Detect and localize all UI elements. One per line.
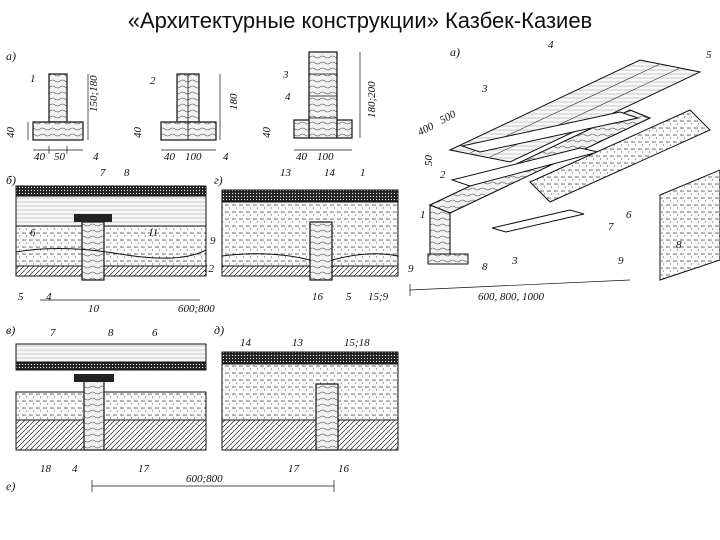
- dim-span-b: 600;800: [178, 303, 215, 315]
- dim-s1-w2: 50: [54, 151, 66, 163]
- iso-callout-9b: 9: [618, 255, 624, 267]
- iso-callout-6: 6: [626, 209, 632, 221]
- iso-callout-1: 1: [420, 209, 426, 221]
- dim-s3-w2: 100: [317, 151, 334, 163]
- section-a-panel: а) 1 4 150;180 40 40 50 2 4: [5, 49, 378, 163]
- iso-callout-8: 8: [482, 261, 488, 273]
- section-v-panel: в) 7 8 6 18 4 17: [6, 323, 207, 475]
- callout-15-18: 15;18: [344, 337, 370, 349]
- callout-14b: 14: [240, 337, 252, 349]
- callout-15-9: 15;9: [368, 291, 389, 303]
- callout-7b: 7: [50, 327, 56, 339]
- iso-callout-9: 9: [408, 263, 414, 275]
- beam-section-1: 1 4 150;180 40 40 50: [5, 73, 100, 163]
- callout-16: 16: [312, 291, 324, 303]
- iso-callout-3: 3: [481, 83, 488, 95]
- dim-iso-400: 400: [416, 120, 437, 139]
- panel-label-b: б): [6, 173, 16, 187]
- callout-3: 3: [282, 69, 289, 81]
- section-g-panel: г) 13 14 1 16 5 15;9: [214, 167, 399, 303]
- dim-iso-500: 500: [438, 108, 459, 127]
- callout-5: 5: [18, 291, 24, 303]
- callout-10: 10: [88, 303, 100, 315]
- iso-callout-5: 5: [706, 49, 712, 61]
- dim-s2-w2: 100: [185, 151, 202, 163]
- callout-9: 9: [210, 235, 216, 247]
- callout-2: 2: [150, 75, 156, 87]
- iso-callout-8b: 8: [676, 239, 682, 251]
- callout-5b: 5: [346, 291, 352, 303]
- callout-1: 1: [30, 73, 36, 85]
- dim-iso-50: 50: [423, 155, 435, 167]
- dim-s1-w1: 40: [34, 151, 46, 163]
- callout-16b: 16: [338, 463, 350, 475]
- dim-s3-flange: 40: [261, 127, 273, 139]
- callout-6b: 6: [152, 327, 158, 339]
- beam-section-2: 2 4 180 40 40 100: [132, 73, 240, 163]
- callout-8b: 8: [108, 327, 114, 339]
- dim-s1-height: 150;180: [88, 75, 100, 112]
- dim-s2-flange: 40: [132, 127, 144, 139]
- dim-span-d: 600;800: [186, 473, 223, 485]
- callout-4b: 4: [223, 151, 229, 163]
- iso-callout-7: 7: [608, 221, 614, 233]
- callout-8: 8: [124, 167, 130, 179]
- beam-section-3: 3 4 180;200 40 40 100: [261, 51, 378, 163]
- iso-callout-4: 4: [548, 39, 554, 51]
- panel-label-g: г): [214, 173, 223, 187]
- isometric-view: а) в) 4 5 3 2 1 9 8 3 7 6 9 8 400 500 50: [408, 39, 720, 303]
- callout-7: 7: [100, 167, 106, 179]
- callout-13b: 13: [292, 337, 304, 349]
- dim-s3-w1: 40: [296, 151, 308, 163]
- callout-17b: 17: [288, 463, 300, 475]
- bottom-span: е) 600;800: [6, 473, 335, 493]
- iso-callout-2: 2: [440, 169, 446, 181]
- section-b-panel: б) 7 8 6 11 9 12 5 4 10 600;800: [6, 167, 216, 315]
- panel-label-a: а): [6, 49, 16, 63]
- callout-4e: 4: [72, 463, 78, 475]
- panel-label-a-right: а): [450, 45, 460, 59]
- callout-4d: 4: [46, 291, 52, 303]
- callout-13: 13: [280, 167, 292, 179]
- dim-s2-w1: 40: [164, 151, 176, 163]
- callout-6: 6: [30, 227, 36, 239]
- dim-s3-height: 180;200: [366, 81, 378, 118]
- callout-17: 17: [138, 463, 150, 475]
- iso-callout-3b: 3: [511, 255, 518, 267]
- callout-1b: 1: [360, 167, 366, 179]
- callout-18: 18: [40, 463, 52, 475]
- panel-label-e: е): [6, 479, 15, 493]
- dim-s1-flange: 40: [5, 127, 17, 139]
- section-d-panel: д) 14 13 15;18 17 16: [214, 323, 399, 475]
- panel-label-d: д): [214, 323, 224, 337]
- callout-11: 11: [148, 227, 158, 239]
- slide-title: «Архитектурные конструкции» Казбек-Казие…: [127, 8, 593, 33]
- dim-span-iso: 600, 800, 1000: [478, 291, 545, 303]
- callout-4: 4: [93, 151, 99, 163]
- callout-4c: 4: [285, 91, 291, 103]
- dim-s2-height: 180: [228, 93, 240, 110]
- callout-14: 14: [324, 167, 336, 179]
- panel-label-v: в): [6, 323, 15, 337]
- callout-12: 12: [203, 263, 215, 275]
